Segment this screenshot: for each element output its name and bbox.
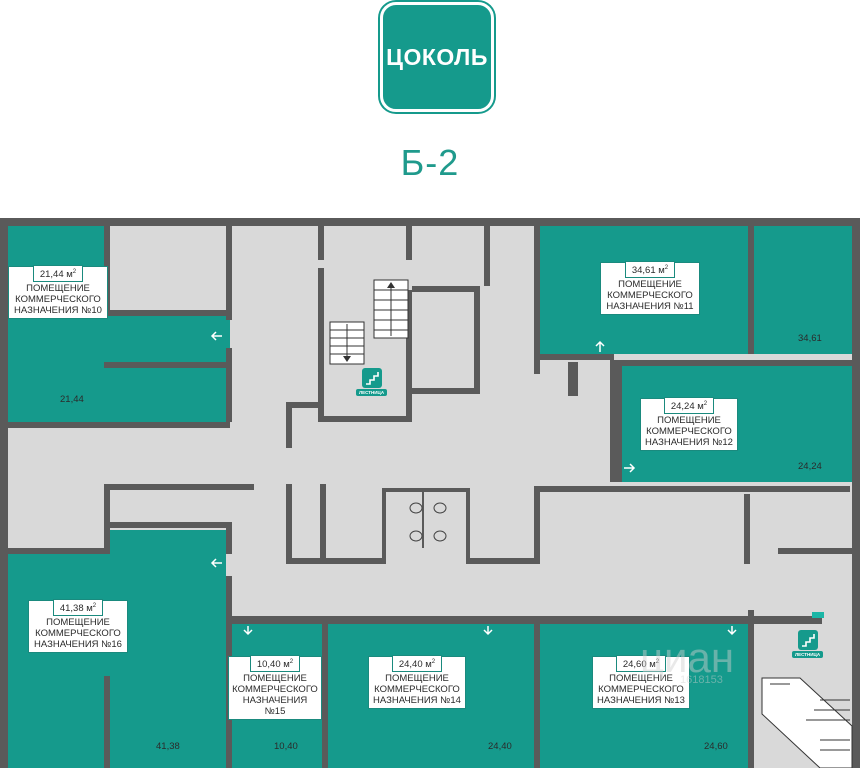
room-label-11: 34,61 м2 ПОМЕЩЕНИЕ КОММЕРЧЕСКОГО НАЗНАЧЕ…	[600, 260, 700, 315]
floor-badge: ЦОКОЛЬ	[380, 2, 494, 112]
stairs-icon	[797, 630, 818, 650]
plan-title: Б-2	[400, 142, 460, 183]
stair-sign-right: ЛЕСТНИЦА	[792, 630, 824, 658]
room-area-box: 10,40 м2	[249, 654, 301, 672]
room-area-box: 24,60 м2	[615, 654, 667, 672]
room-area-value-11: 34,61	[798, 333, 822, 344]
room-area-value-13: 24,60	[704, 741, 728, 752]
stairs-icon	[361, 368, 382, 388]
stair-sign-central: ЛЕСТНИЦА	[356, 368, 388, 396]
room-area-box: 34,61 м2	[624, 260, 676, 278]
room-area-box: 41,38 м2	[52, 598, 104, 616]
right-staircase	[761, 677, 853, 768]
room-area-box: 24,24 м2	[663, 396, 715, 414]
toilet-symbols	[409, 502, 447, 542]
room-label-15: 10,40 м2 ПОМЕЩЕНИЕ КОММЕРЧЕСКОГО НАЗНАЧЕ…	[228, 654, 322, 720]
stair-caption: ЛЕСТНИЦА	[792, 651, 824, 658]
room-label-12: 24,24 м2 ПОМЕЩЕНИЕ КОММЕРЧЕСКОГО НАЗНАЧЕ…	[640, 396, 738, 451]
room-area-value-16: 41,38	[156, 741, 180, 752]
room-area-value-14: 24,40	[488, 741, 512, 752]
floor-badge-label: ЦОКОЛЬ	[386, 43, 488, 70]
room-label-16: 41,38 м2 ПОМЕЩЕНИЕ КОММЕРЧЕСКОГО НАЗНАЧЕ…	[28, 598, 128, 653]
stair-caption: ЛЕСТНИЦА	[356, 389, 388, 396]
door-arrows	[210, 331, 737, 636]
room-area-value-15: 10,40	[274, 741, 298, 752]
room-area-value-12: 24,24	[798, 461, 822, 472]
room-11-b	[754, 226, 852, 354]
room-area-value-10: 21,44	[60, 394, 84, 405]
room-label-10: 21,44 м2 ПОМЕЩЕНИЕ КОММЕРЧЕСКОГО НАЗНАЧЕ…	[8, 264, 108, 319]
room-area-box: 21,44 м2	[32, 264, 84, 282]
room-label-13: 24,60 м2 ПОМЕЩЕНИЕ КОММЕРЧЕСКОГО НАЗНАЧЕ…	[592, 654, 690, 709]
room-label-14: 24,40 м2 ПОМЕЩЕНИЕ КОММЕРЧЕСКОГО НАЗНАЧЕ…	[368, 654, 466, 709]
room-area-box: 24,40 м2	[391, 654, 443, 672]
